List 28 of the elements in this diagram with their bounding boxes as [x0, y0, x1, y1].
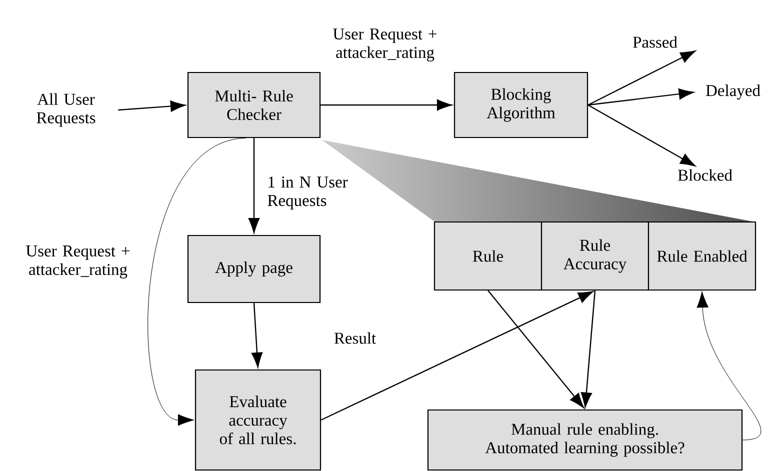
process-box: Multi- Rule Checker	[187, 72, 321, 138]
arrow	[588, 50, 696, 106]
process-box: Blocking Algorithm	[454, 72, 588, 138]
node-text: All User Requests	[36, 93, 96, 127]
edge-label: User Request + attacker_rating	[26, 246, 130, 278]
process-box: Manual rule enabling. Automated learning possible?	[427, 409, 743, 471]
table-cell: Rule Accuracy	[540, 221, 650, 291]
edge-label: User Request + attacker_rating	[333, 28, 436, 62]
edge-label: 1 in N User Requests	[268, 176, 348, 210]
arrow	[320, 291, 594, 421]
process-box: Evaluate accuracy of all rules.	[194, 369, 322, 471]
arrow	[588, 88, 694, 106]
arrow	[588, 104, 696, 166]
arrow	[320, 99, 452, 111]
node-text: Passed	[633, 36, 678, 48]
arrow	[248, 138, 260, 233]
node-text: Blocked	[678, 169, 732, 181]
edge-label: Result	[334, 332, 376, 344]
table-cell: Rule Enabled	[648, 221, 756, 291]
table-cell: Rule	[434, 221, 542, 291]
arrow	[488, 290, 584, 408]
arrow	[580, 290, 596, 408]
arrow	[696, 291, 762, 440]
arrow	[251, 303, 263, 368]
arrow	[148, 138, 246, 426]
process-box: Apply page	[187, 234, 321, 304]
arrow	[118, 100, 186, 112]
node-text: Delayed	[706, 84, 760, 100]
